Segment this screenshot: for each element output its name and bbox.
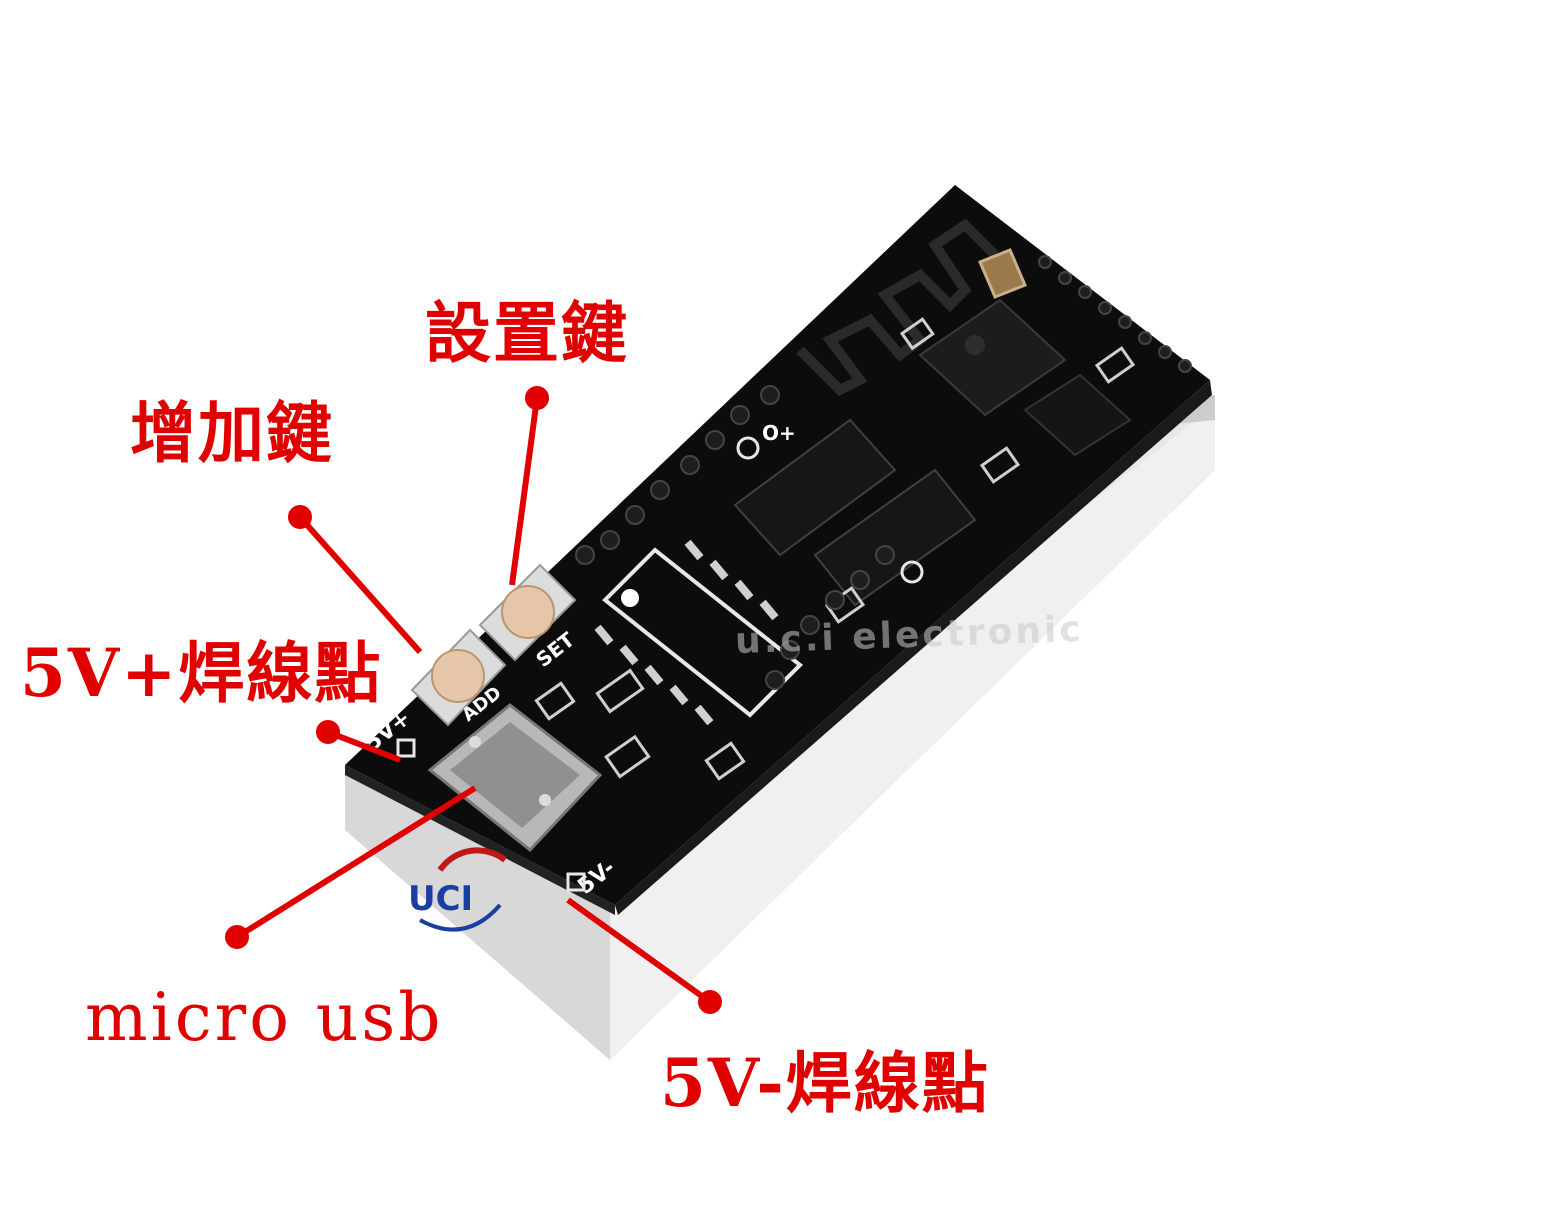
pointer-add (288, 505, 423, 654)
uci-logo: UCI (408, 847, 507, 932)
mosfet-chip (1023, 373, 1132, 457)
o-plus-silk: O+ (762, 421, 796, 445)
o-plus-marker: O+ (736, 421, 924, 584)
set-button-body (478, 563, 577, 662)
add-key-label: 增加鍵 (130, 394, 334, 472)
pointer-set (509, 386, 549, 586)
header-pads (575, 255, 1192, 690)
micro-usb-label: micro usb (85, 979, 444, 1056)
driver-ic (733, 418, 897, 557)
pointer-5v-plus (316, 720, 402, 763)
uci-logo-text: UCI (408, 879, 473, 919)
micro-usb-connector (427, 703, 603, 853)
ic-pins (594, 539, 779, 726)
add-button-body (410, 628, 507, 727)
pointer-5v-minus (566, 897, 722, 1014)
set-key-label: 設置鍵 (425, 294, 629, 372)
minus-pad (566, 872, 586, 892)
esp-chip (918, 298, 1067, 417)
plus-pad (396, 738, 416, 758)
front-ic-outline (601, 547, 804, 718)
antenna-trace (796, 218, 999, 397)
pointer-micro-usb (225, 785, 477, 949)
smd-parts (534, 317, 1136, 781)
solder-5v-plus-label: 5V+焊線點 (20, 634, 383, 712)
solder-5v-minus-label: 5V-焊線點 (660, 1044, 990, 1122)
secondary-ic (813, 468, 977, 607)
crystal (978, 248, 1027, 299)
